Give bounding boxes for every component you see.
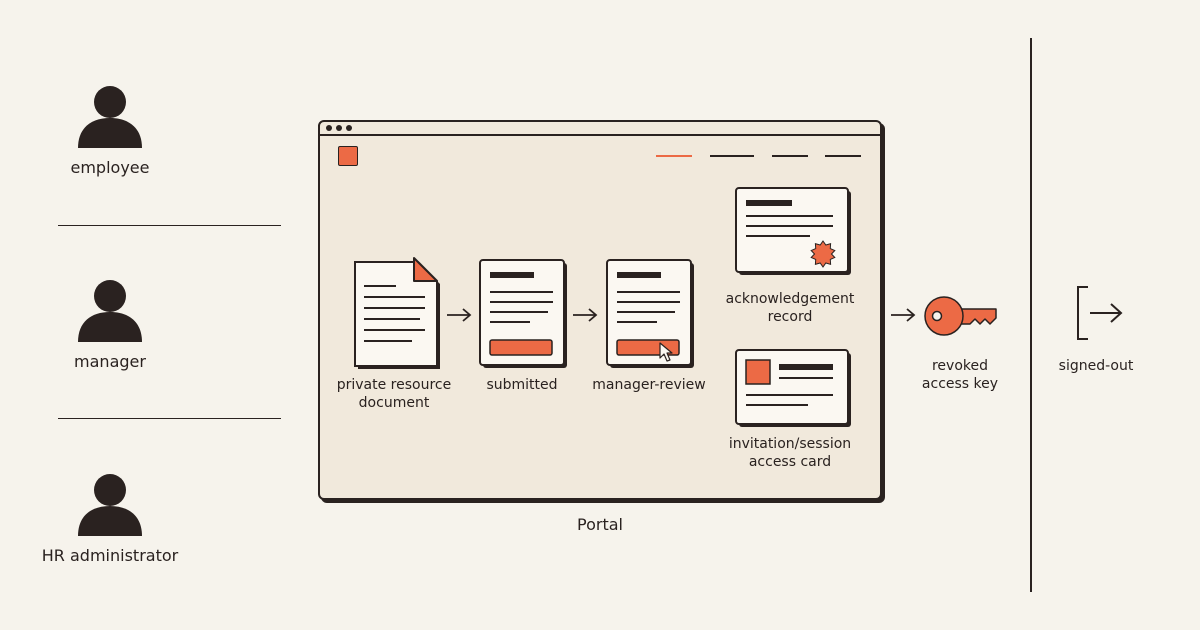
role-label-manager: manager [74,352,146,371]
role-label-hr-administrator: HR administrator [41,546,179,565]
sign-out-icon [1077,286,1123,340]
form-icon [479,259,567,368]
window-dot [326,125,332,131]
role-manager: manager [40,274,180,371]
step-acknowledgement-record: acknowledgement record [720,290,860,326]
nav-item-active[interactable] [656,155,692,157]
arrow-right-icon [573,308,598,322]
step-label-line: manager-review [592,377,706,393]
certificate-icon [735,187,851,275]
step-label-line: access card [748,454,832,470]
nav-item[interactable] [772,155,808,157]
key-icon [924,296,997,336]
nav-item[interactable] [825,155,861,157]
role-divider [58,225,281,226]
revoked-access-key-label: revoked access key [905,357,1015,393]
role-divider [58,418,281,419]
role-label-employee: employee [70,158,150,177]
seal-icon [810,240,836,268]
step-manager-review: manager-review [584,376,714,394]
cursor-icon [659,342,673,362]
step-label-line: invitation/session [728,436,852,452]
label-line: access key [921,376,999,392]
window-dot [346,125,352,131]
role-employee: employee [40,80,180,177]
window-dot [336,125,342,131]
step-label-line: private resource [336,377,452,393]
step-label-line: submitted [486,377,558,393]
step-label-line: record [767,309,813,325]
signed-out-label: signed-out [1058,358,1134,374]
step-submitted: submitted [467,376,577,394]
document-icon [354,257,440,369]
role-hr-administrator: HR administrator [40,468,180,565]
step-invitation-session-access-card: invitation/session access card [715,435,865,471]
step-private-resource-document: private resource document [324,376,464,412]
person-icon [78,474,142,536]
person-icon [78,280,142,342]
form-icon [606,259,694,368]
step-label-line: acknowledgement [725,291,855,307]
arrow-right-icon [891,308,916,322]
window-titlebar [320,122,880,136]
section-divider [1030,38,1032,592]
label-line: revoked [931,358,989,374]
portal-logo [338,146,358,166]
person-icon [78,86,142,148]
arrow-right-icon [447,308,472,322]
step-label-line: document [358,395,430,411]
portal-label: Portal [577,515,623,534]
nav-item[interactable] [710,155,754,157]
id-card-icon [735,349,851,427]
